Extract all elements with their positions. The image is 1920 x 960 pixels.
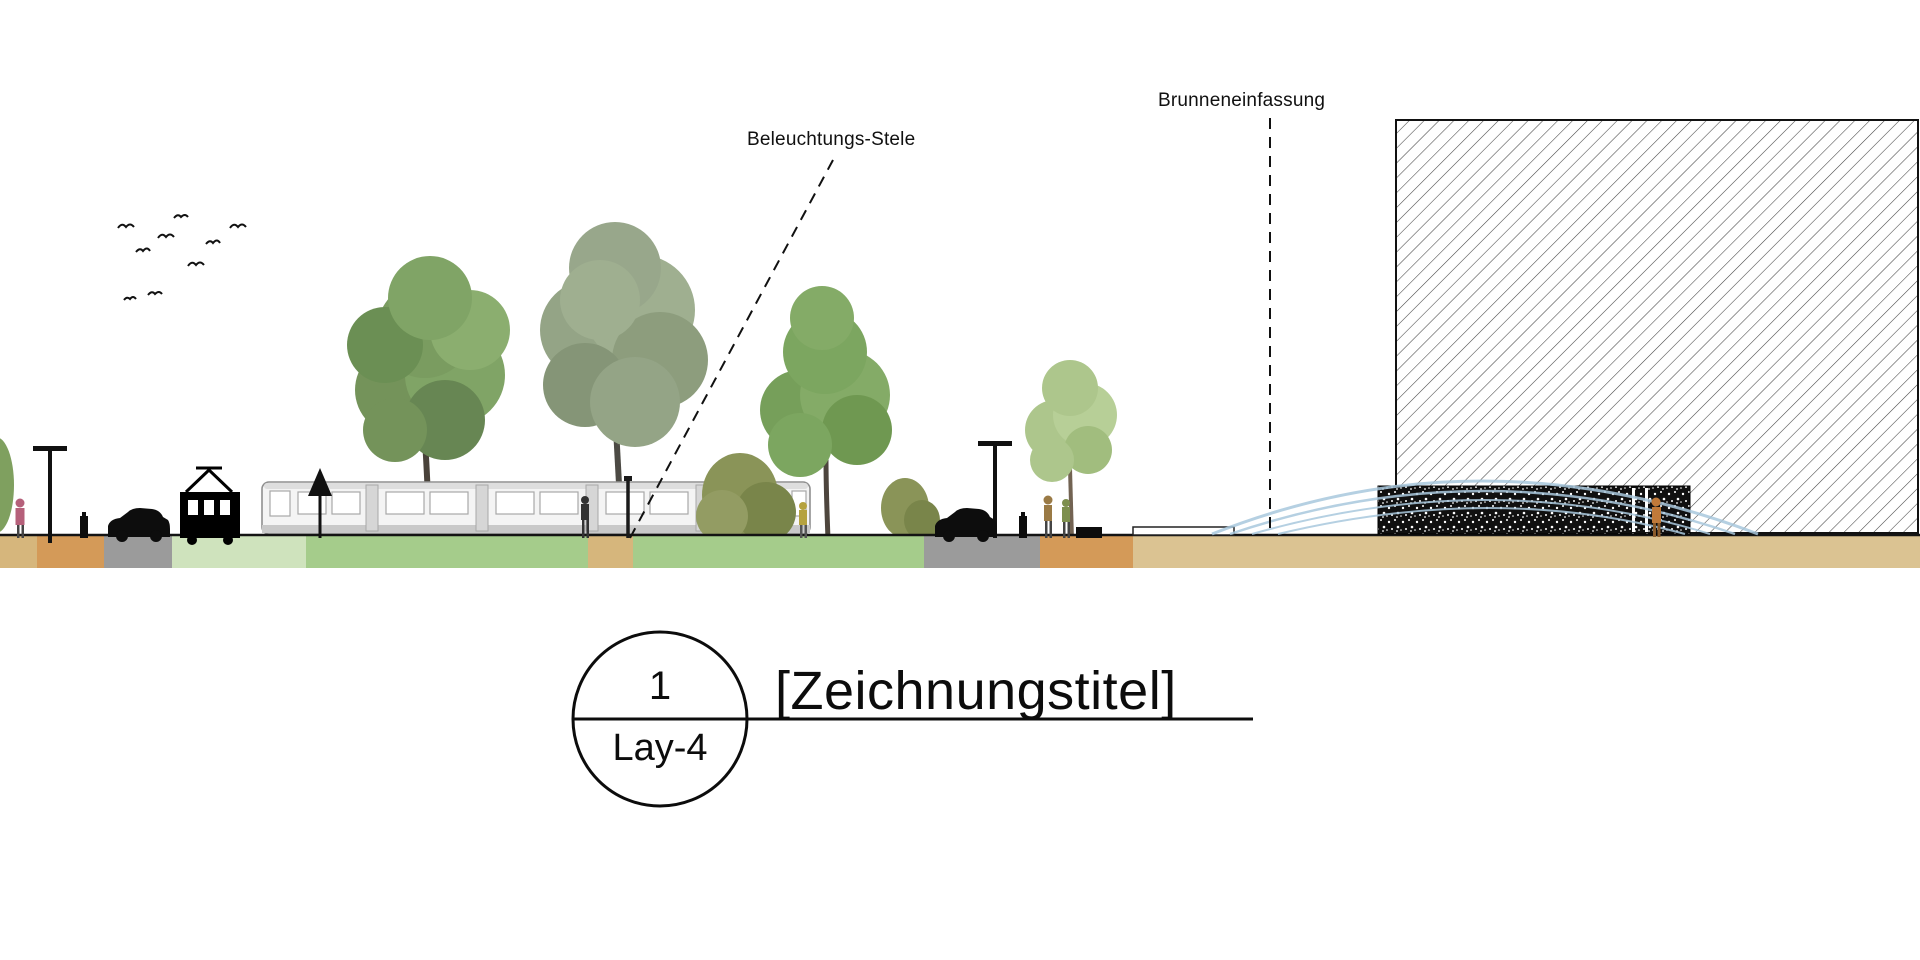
shrub-group-right	[881, 478, 940, 540]
water-jet-arc	[1229, 489, 1736, 536]
building-facade-hatch	[1395, 119, 1919, 534]
ground-seg-grass-1	[306, 536, 588, 568]
title-callout	[571, 630, 1253, 808]
shrub-group-left	[696, 453, 796, 542]
tram	[261, 474, 811, 546]
ground-seg-plaza	[1133, 536, 1920, 568]
ground-seg-tan-mid	[588, 536, 633, 568]
hydrant-right	[1019, 512, 1027, 538]
tram-stop-symbol	[180, 466, 240, 545]
ground-seg-walk-left	[37, 536, 104, 568]
water-jets	[1211, 479, 1759, 536]
detail-number: 1	[648, 664, 672, 708]
bench-right	[1076, 527, 1102, 538]
sign-triangle	[308, 468, 332, 538]
ground-seg-walk-right	[1040, 536, 1133, 568]
tree-small-light	[1025, 360, 1117, 541]
street-lamp-left	[33, 446, 67, 543]
label-lighting-stele: Beleuchtungs-Stele	[747, 129, 916, 150]
pedestrian-center	[581, 496, 589, 538]
ground-seg-grass-2	[633, 536, 924, 568]
water-jet-arc	[1277, 507, 1686, 535]
pedestrian-left	[15, 498, 25, 538]
pedestrian-tram-end	[799, 502, 807, 538]
car-right	[935, 508, 997, 542]
plaza-curb	[1132, 526, 1235, 536]
water-jet-arc	[1251, 499, 1711, 535]
tree-large-gray-green	[540, 222, 708, 541]
layout-reference: Lay-4	[612, 727, 708, 769]
ground-seg-road-left	[104, 536, 172, 568]
birds-flock	[117, 214, 247, 301]
leader-line-lighting-stele	[629, 159, 834, 539]
hydrant-left	[80, 512, 88, 538]
drawing-title: [Zeichnungstitel]	[775, 661, 1177, 721]
label-fountain-surround: Brunneneinfassung	[1158, 90, 1326, 111]
ground-seg-tan-left	[0, 536, 37, 568]
edge-foliage	[0, 438, 14, 532]
lighting-stele	[624, 476, 632, 538]
pedestrian-pair-right	[1043, 495, 1070, 538]
car-left	[108, 508, 170, 542]
tree-large-green	[347, 256, 510, 541]
water-jet-arc	[1211, 479, 1759, 536]
pedestrian-fountain	[1651, 497, 1661, 537]
tree-medium-green	[760, 286, 892, 541]
